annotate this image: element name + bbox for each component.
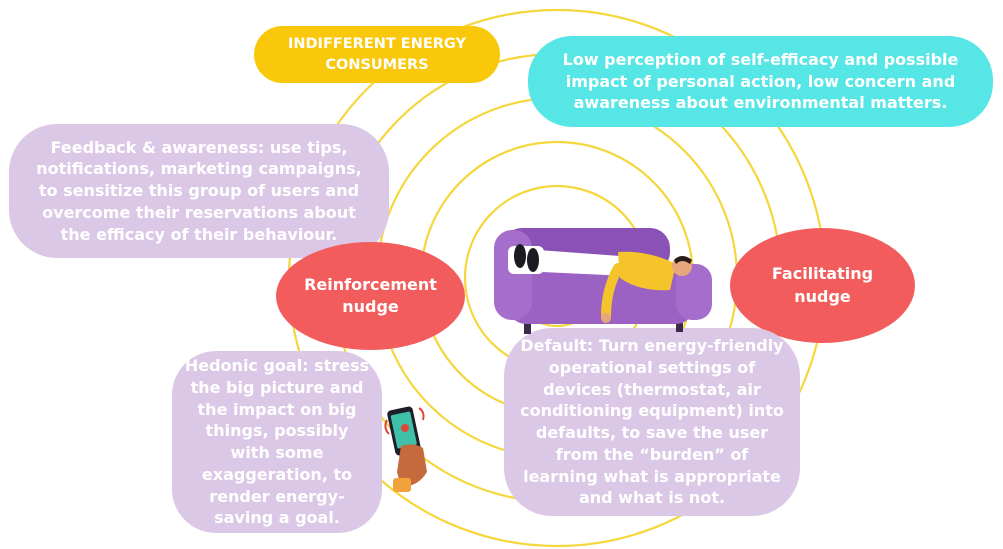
facilitating-nudge-label: Facilitating nudge: [771, 264, 874, 306]
default-setting-box: Default: Turn energy-friendly operationa…: [504, 328, 800, 516]
smartphone-hand-icon: [384, 406, 427, 492]
default-setting-text: Default: Turn energy-friendly operationa…: [520, 336, 784, 508]
couch-person-illustration: [494, 228, 712, 334]
feedback-awareness-text: Feedback & awareness: use tips, notifica…: [36, 137, 362, 244]
reinforcement-nudge-ellipse: Reinforcement nudge: [276, 242, 465, 350]
segment-title-pill: INDIFFERENT ENERGY CONSUMERS: [254, 26, 500, 83]
characteristics-box: Low perception of self-efficacy and poss…: [528, 36, 993, 127]
feedback-awareness-box: Feedback & awareness: use tips, notifica…: [9, 124, 389, 258]
hedonic-goal-text: Hedonic goal: stress the big picture and…: [184, 356, 370, 528]
reinforcement-nudge-label: Reinforcement nudge: [304, 274, 437, 316]
segment-title-text: INDIFFERENT ENERGY CONSUMERS: [287, 36, 466, 73]
hedonic-goal-box: Hedonic goal: stress the big picture and…: [172, 351, 382, 533]
characteristics-text: Low perception of self-efficacy and poss…: [562, 49, 959, 113]
facilitating-nudge-ellipse: Facilitating nudge: [730, 228, 915, 343]
